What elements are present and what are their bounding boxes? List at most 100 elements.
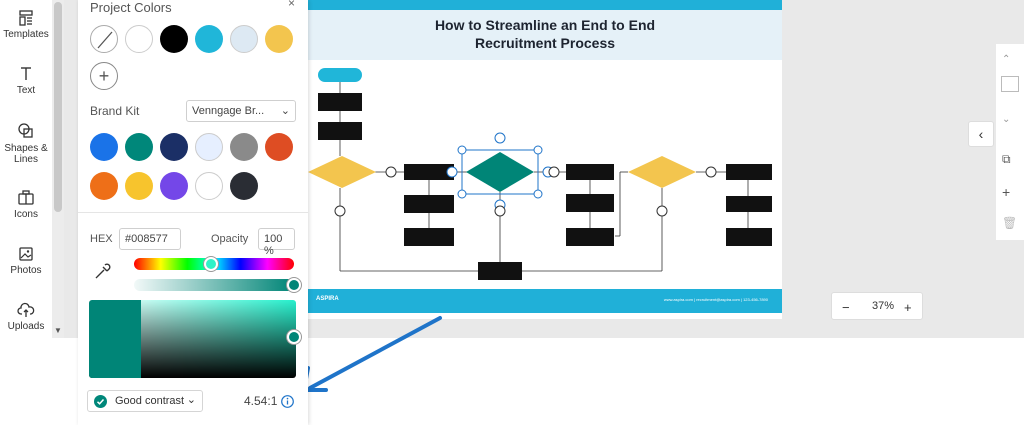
brand-kit-select-value: Venngage Br... — [192, 105, 265, 117]
zoom-in-button[interactable]: + — [904, 300, 912, 315]
sidebar-item-label: Templates — [3, 29, 49, 40]
templates-icon — [19, 10, 33, 26]
flow-decision[interactable] — [308, 156, 376, 188]
flow-box[interactable] — [726, 164, 772, 180]
canvas-top-band — [308, 0, 782, 10]
opacity-input[interactable]: 100 % — [258, 228, 295, 257]
swatch-brand[interactable] — [195, 133, 223, 161]
canvas-title-line-2[interactable]: Recruitment Process — [474, 35, 616, 51]
flow-decision[interactable] — [628, 156, 696, 188]
swatch-none[interactable] — [90, 25, 118, 53]
chevron-down-icon: ⌄ — [280, 105, 290, 117]
scrollbar-thumb[interactable] — [54, 2, 62, 212]
swatch-brand[interactable] — [160, 133, 188, 161]
uploads-icon — [17, 302, 35, 317]
zoom-value[interactable]: 37% — [872, 300, 895, 312]
hex-label: HEX — [90, 233, 113, 245]
design-canvas[interactable]: How to Streamline an End to End Recruitm… — [308, 0, 782, 319]
flow-box[interactable] — [566, 228, 614, 246]
chevron-up-icon[interactable]: ⌃ — [1002, 54, 1011, 65]
sidebar-item-photos[interactable]: Photos — [0, 246, 52, 276]
swatch-brand[interactable] — [230, 172, 258, 200]
contrast-ratio: 4.54:1 — [244, 394, 278, 408]
flow-box[interactable] — [404, 228, 454, 246]
canvas-title-line-1[interactable]: How to Streamline an End to End — [434, 17, 656, 33]
sidebar-item-icons[interactable]: Icons — [0, 190, 52, 220]
selected-color-preview — [89, 300, 141, 378]
collapse-panel-button[interactable]: ‹ — [968, 121, 994, 147]
swatch-brand[interactable] — [230, 133, 258, 161]
swatch-brand[interactable] — [125, 172, 153, 200]
page-input[interactable] — [1001, 76, 1019, 92]
flow-box[interactable] — [566, 164, 614, 180]
photos-icon — [19, 247, 33, 261]
plus-icon: + — [98, 66, 110, 86]
flow-box[interactable] — [318, 122, 362, 140]
selection-box — [461, 149, 539, 195]
right-toolbar: ⌃ ⌄ ⧉ + 🗑 — [996, 44, 1024, 240]
annotation-arrow-icon — [302, 316, 442, 392]
shapes-icon — [18, 123, 33, 138]
swatch-brand[interactable] — [90, 172, 118, 200]
canvas-footer: ASPIRA www.aspira.com | recruitment@aspi… — [308, 289, 782, 313]
swatch-project[interactable] — [230, 25, 258, 53]
flow-box[interactable] — [318, 93, 362, 111]
flow-start[interactable] — [318, 68, 362, 82]
footer-contact[interactable]: www.aspira.com | recruitment@aspira.com … — [663, 297, 768, 302]
close-icon[interactable]: × — [288, 0, 296, 10]
info-icon[interactable] — [281, 395, 294, 408]
flow-box[interactable] — [404, 164, 454, 180]
sidebar-scrollbar[interactable]: ▼ — [52, 0, 64, 338]
scroll-down-icon[interactable]: ▼ — [54, 326, 62, 335]
chevron-down-icon[interactable]: ⌄ — [1002, 114, 1011, 125]
swatch-brand[interactable] — [160, 172, 188, 200]
flow-box[interactable] — [726, 196, 772, 212]
copy-page-icon[interactable]: ⧉ — [1002, 152, 1011, 166]
add-page-icon[interactable]: + — [1002, 184, 1011, 200]
sidebar-item-text[interactable]: Text — [0, 66, 52, 96]
opacity-label: Opacity — [211, 233, 249, 245]
chevron-down-icon: ⌄ — [186, 394, 196, 406]
swatch-project[interactable] — [160, 25, 188, 53]
eyedropper-icon[interactable] — [94, 262, 112, 280]
flow-box[interactable] — [566, 194, 614, 212]
brand-kit-select[interactable]: Venngage Br... ⌄ — [186, 100, 296, 122]
text-icon — [21, 67, 31, 80]
swatch-project[interactable] — [265, 25, 293, 53]
swatch-project[interactable] — [125, 25, 153, 53]
zoom-control: − 37% + — [831, 292, 923, 320]
chevron-left-icon: ‹ — [978, 126, 984, 142]
add-color-button[interactable]: + — [90, 62, 118, 90]
sidebar-item-shapes[interactable]: Shapes & Lines — [0, 122, 52, 165]
no-color-icon — [97, 31, 113, 49]
zoom-out-button[interactable]: − — [842, 300, 850, 315]
sidebar-item-label: Uploads — [7, 321, 45, 332]
footer-brand[interactable]: ASPIRA — [316, 296, 339, 302]
sidebar-item-label: Icons — [14, 209, 38, 220]
color-panel: Project Colors × + Brand Kit Venngage Br… — [78, 0, 308, 425]
swatch-brand[interactable] — [265, 133, 293, 161]
swatch-brand[interactable] — [90, 133, 118, 161]
flow-box[interactable] — [478, 262, 522, 280]
sidebar-item-uploads[interactable]: Uploads — [0, 302, 52, 332]
saturation-picker[interactable] — [89, 300, 296, 378]
project-colors-label: Project Colors — [90, 0, 172, 15]
flow-box[interactable] — [726, 228, 772, 246]
flow-decision-selected[interactable] — [466, 152, 534, 192]
delete-page-icon[interactable]: 🗑 — [1002, 216, 1018, 230]
opacity-slider[interactable] — [134, 279, 294, 291]
saturation-picker-handle[interactable] — [287, 330, 301, 344]
opacity-slider-handle[interactable] — [287, 278, 301, 292]
swatch-brand[interactable] — [195, 172, 223, 200]
swatch-brand[interactable] — [125, 133, 153, 161]
left-sidebar: Templates Text Shapes & Lines Icons Phot… — [0, 0, 52, 338]
sidebar-item-templates[interactable]: Templates — [0, 10, 52, 40]
hex-input[interactable]: #008577 — [119, 228, 181, 250]
sidebar-item-label: Photos — [10, 265, 42, 276]
hue-slider-handle[interactable] — [204, 257, 218, 271]
flowchart[interactable] — [308, 60, 782, 289]
contrast-dropdown[interactable]: Good contrast ⌄ — [87, 390, 203, 412]
sidebar-item-label: Shapes & Lines — [4, 143, 48, 165]
flow-box[interactable] — [404, 195, 454, 213]
swatch-project[interactable] — [195, 25, 223, 53]
